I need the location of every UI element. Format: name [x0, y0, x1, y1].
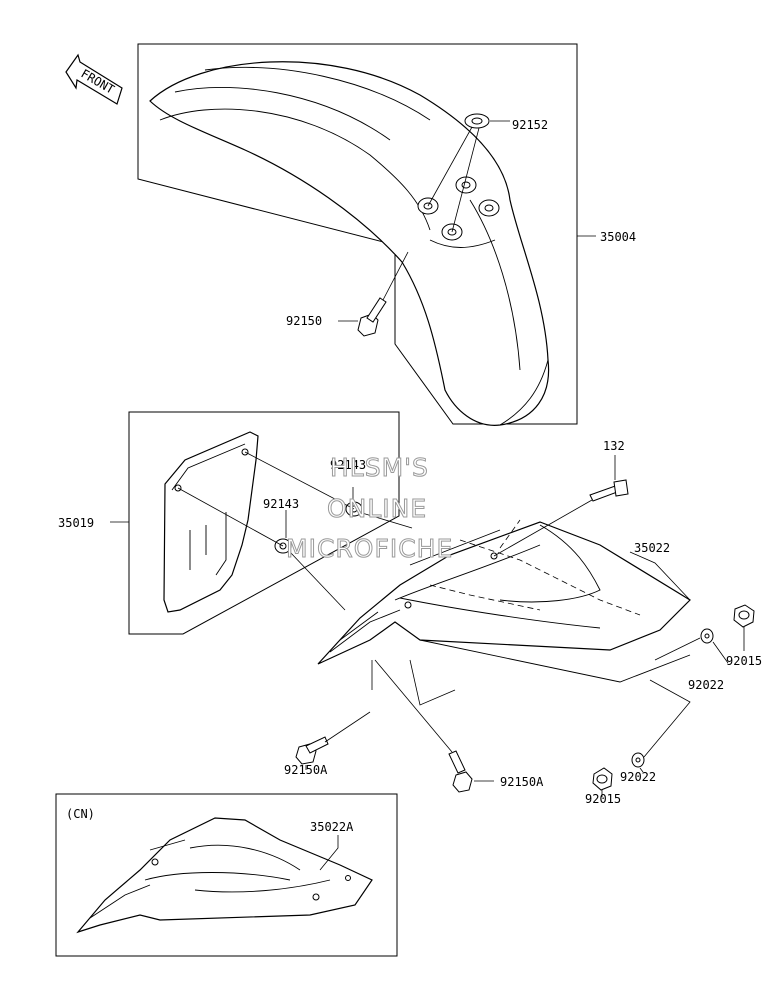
label-35022A: 35022A — [310, 820, 354, 834]
plate-group-frame — [128, 411, 400, 635]
label-92022-b: 92022 — [620, 770, 656, 784]
label-92143-a: 92143 — [330, 458, 366, 472]
watermark-line-2: ONLINE — [327, 494, 427, 523]
bolt-92150A-b-icon — [448, 750, 473, 793]
label-92015-a: 92015 — [726, 654, 762, 668]
watermark-line-3: MICROFICHE — [286, 534, 453, 563]
cn-group-frame — [55, 793, 398, 957]
label-92150A-b: 92150A — [500, 775, 544, 789]
washer-92022-a-icon — [700, 628, 714, 644]
label-92150A-a: 92150A — [284, 763, 328, 777]
front-fender — [149, 61, 550, 426]
bolt-132-icon — [589, 479, 629, 502]
label-92152: 92152 — [512, 118, 548, 132]
washer-92143-b-icon — [274, 538, 292, 554]
washer-92152-icon — [464, 113, 490, 129]
nut-92015-b-icon — [592, 767, 613, 791]
label-132: 132 — [603, 439, 625, 453]
label-92015-b: 92015 — [585, 792, 621, 806]
washer-92022-b-icon — [631, 752, 645, 768]
label-35022: 35022 — [634, 541, 670, 555]
watermark: HLSM'S ONLINE MICROFICHE — [286, 453, 453, 564]
label-92022-a: 92022 — [688, 678, 724, 692]
watermark-line-1: HLSM'S — [330, 453, 429, 482]
label-35004: 35004 — [600, 230, 636, 244]
bolt-92150-icon — [357, 297, 387, 337]
fender-group-frame — [137, 43, 578, 425]
front-arrow-icon: FRONT — [65, 53, 123, 105]
rear-fender-cn — [76, 817, 373, 934]
label-35019: 35019 — [58, 516, 94, 530]
nut-92015-a-icon — [733, 604, 755, 628]
number-plate — [163, 431, 259, 613]
label-92143-b: 92143 — [263, 497, 299, 511]
label-92150-top: 92150 — [286, 314, 322, 328]
bolt-92150A-a-icon — [295, 736, 329, 765]
label-cn: (CN) — [66, 807, 95, 821]
